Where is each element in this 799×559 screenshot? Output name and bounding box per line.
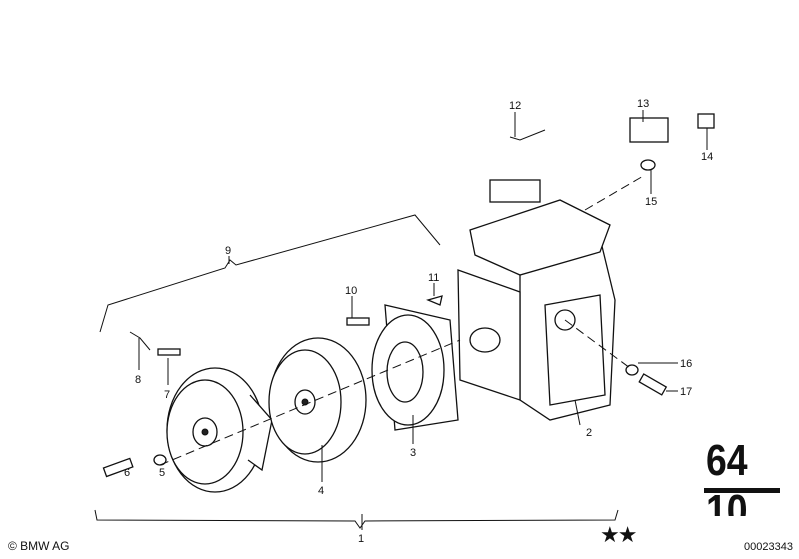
bracket-1 (94, 509, 619, 529)
callout-10: 10 (345, 285, 357, 297)
pulley-4 (268, 337, 367, 463)
magnet-coil-3 (371, 304, 459, 431)
callout-4: 4 (318, 485, 324, 497)
callout-13: 13 (637, 98, 649, 110)
callout-1: 1 (358, 533, 364, 545)
washer-16 (625, 364, 639, 376)
callout-2: 2 (586, 427, 592, 439)
callout-15: 15 (645, 196, 657, 208)
callout-11: 11 (428, 272, 439, 284)
leader-lines (138, 110, 708, 530)
clip-8 (129, 331, 151, 351)
bracket-9 (99, 214, 441, 333)
group-number-divider (704, 488, 780, 493)
compressor-2 (457, 179, 616, 421)
axis-line (159, 339, 461, 466)
group-number-major: 64 (706, 436, 748, 485)
callout-5: 5 (159, 467, 165, 479)
callout-17: 17 (680, 386, 692, 398)
group-number-minor: 10 (706, 486, 748, 516)
callout-9: 9 (225, 245, 231, 257)
callout-7: 7 (164, 389, 170, 401)
callout-12: 12 (509, 100, 521, 112)
key-11 (426, 295, 443, 306)
valve-13 (629, 117, 669, 143)
document-number: 00023343 (744, 541, 793, 553)
callout-8: 8 (135, 374, 141, 386)
key-7 (157, 348, 181, 356)
clutch-pulley-assembly (166, 367, 273, 493)
callout-3: 3 (410, 447, 416, 459)
star-rating-marks: ★★ (600, 522, 637, 547)
wire-12 (509, 129, 546, 141)
callout-14: 14 (701, 151, 713, 163)
screw-10 (346, 317, 370, 326)
callout-16: 16 (680, 358, 692, 370)
callout-6: 6 (124, 467, 130, 479)
gasket-15 (640, 159, 656, 171)
cap-14 (697, 113, 715, 129)
axis-line-upper (584, 174, 646, 211)
copyright-text: © BMW AG (8, 539, 70, 553)
bolt-17 (638, 373, 668, 396)
bolt-6 (102, 457, 134, 478)
